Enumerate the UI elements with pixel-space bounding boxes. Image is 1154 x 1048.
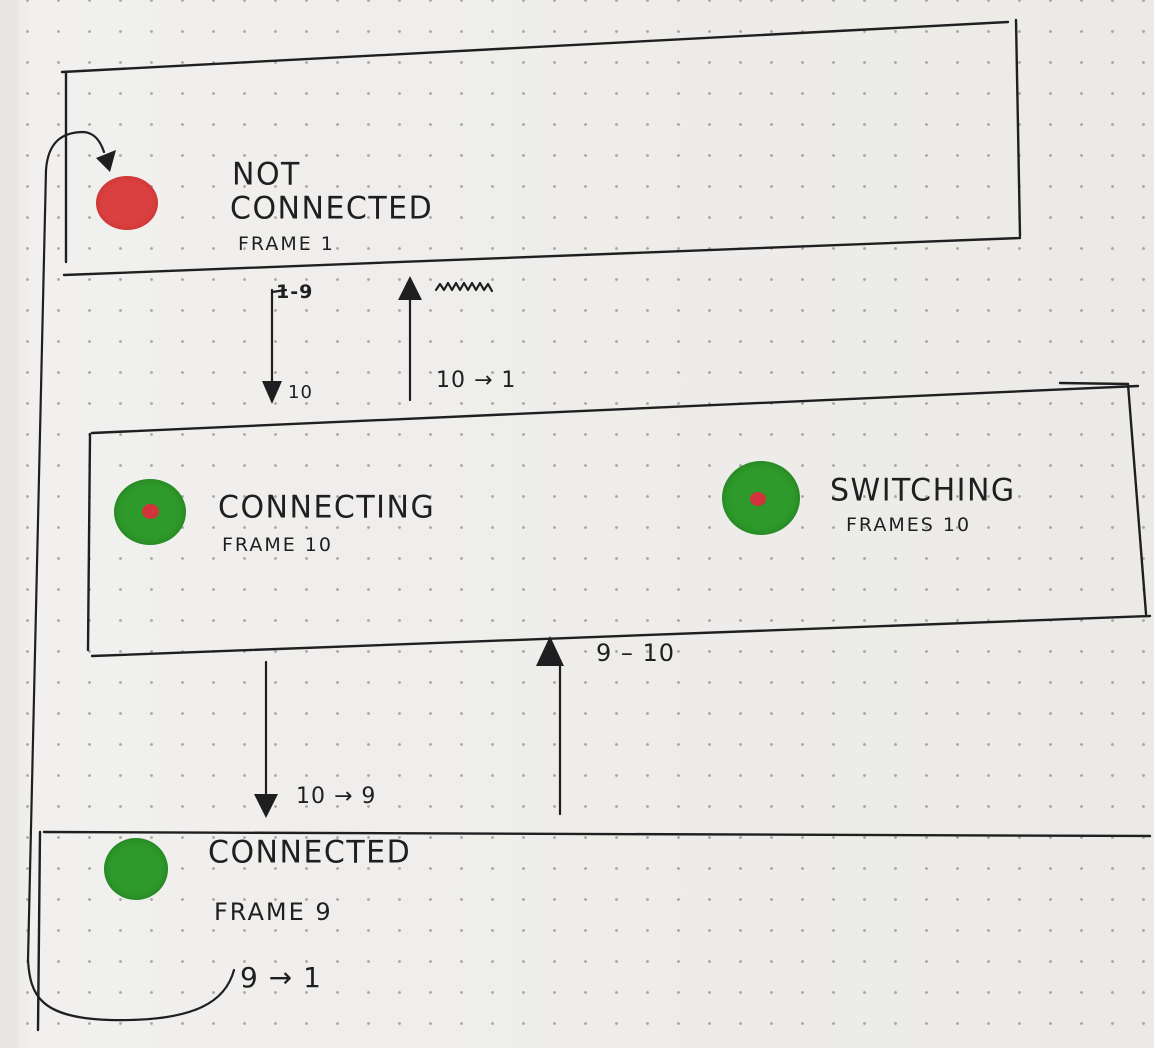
connected-frame: FRAME 9: [214, 898, 333, 926]
arrowhead-up-2: [536, 636, 564, 666]
switching-title: SWITCHING: [830, 472, 1016, 509]
arrowhead-up-1: [398, 276, 422, 300]
loop-arrow-connected-to-nc: [26, 130, 236, 1022]
not-connected-title-line2: CONNECTED: [230, 190, 434, 227]
arrowhead-loop: [96, 150, 116, 172]
page-edge-shadow: [0, 0, 18, 1048]
connected-box: [36, 830, 1152, 1032]
scribble-mark: [434, 281, 494, 293]
arrow-nc-to-connecting: [270, 288, 288, 387]
transition-label-10-to-1: 10 → 1: [436, 368, 517, 393]
arrowhead-down-1: [262, 381, 282, 404]
connecting-switching-box: [86, 381, 1152, 658]
not-connected-frame: FRAME 1: [238, 233, 335, 255]
green-dot-icon: [104, 838, 168, 900]
transition-label-1-9: 1-9: [276, 281, 314, 303]
connecting-red-center-icon: [142, 504, 159, 519]
arrowhead-down-2: [254, 794, 278, 818]
transition-label-9-10: 9 – 10: [596, 639, 676, 667]
transition-label-10: 10: [288, 382, 313, 403]
red-dot-icon: [96, 176, 158, 230]
switching-frame: FRAMES 10: [846, 514, 972, 536]
switching-red-center-icon: [750, 492, 766, 506]
transition-label-10-to-9: 10 → 9: [296, 784, 377, 809]
transition-label-9-to-1: 9 → 1: [240, 961, 322, 994]
connecting-frame: FRAME 10: [222, 534, 333, 556]
connecting-title: CONNECTING: [218, 489, 436, 526]
connected-title: CONNECTED: [208, 834, 412, 871]
not-connected-box: [60, 18, 1022, 277]
not-connected-title-line1: NOT: [232, 156, 301, 193]
